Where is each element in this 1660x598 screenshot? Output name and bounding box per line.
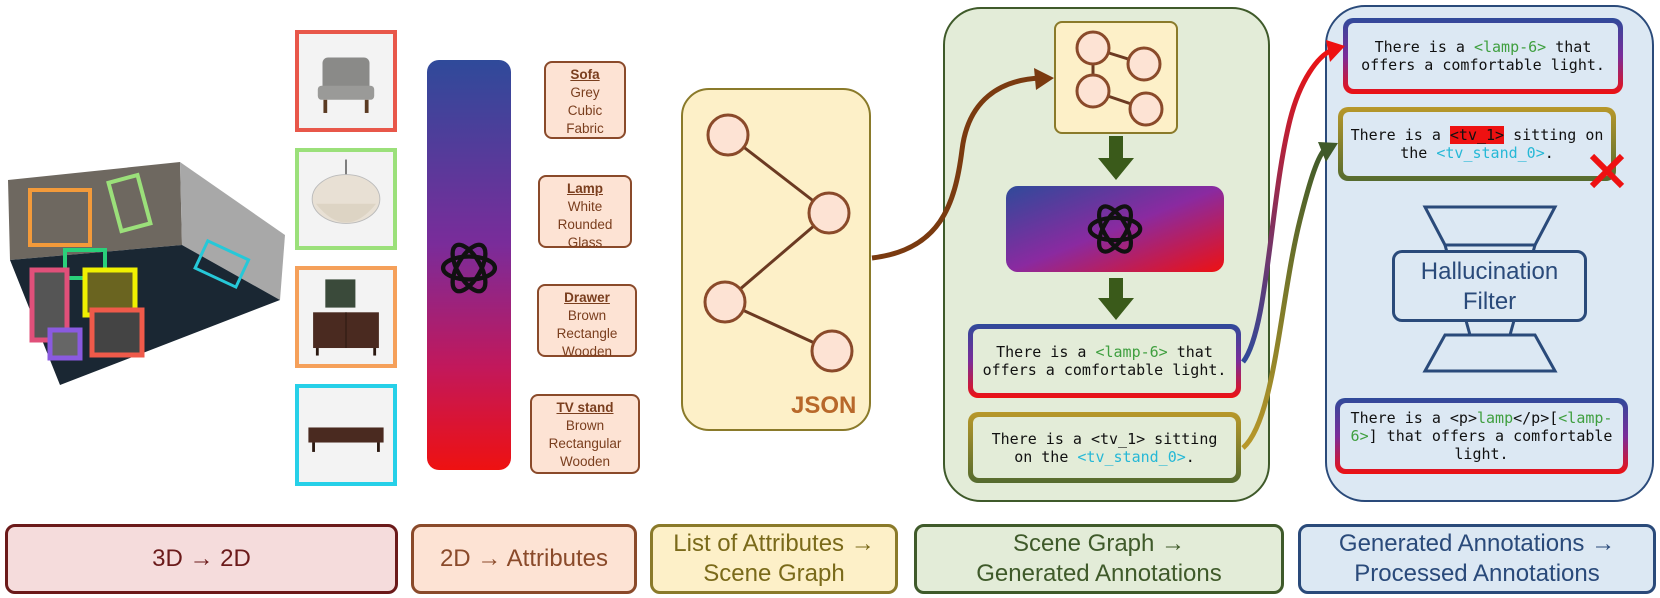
down-arrow-icon [1098, 278, 1134, 320]
stage-3d-to-2d: 3D → 2D [5, 524, 398, 594]
stage-label: 3D → 2D [152, 545, 251, 572]
annotation-text: There is a [1350, 126, 1450, 144]
openai-logo-icon [1087, 204, 1143, 254]
generated-annotation-1: There is a <lamp-6> that offers a comfor… [968, 324, 1241, 398]
annotation-text: There is a [1374, 38, 1474, 56]
graph-icon [1075, 30, 1164, 127]
down-arrow-icon [1098, 136, 1134, 180]
annotation-text: . [1185, 447, 1195, 466]
bbox-tv-stand [193, 238, 251, 290]
openai-logo-icon [440, 242, 498, 294]
object-word: lamp [1476, 409, 1514, 427]
attr-title: Drawer [564, 290, 610, 305]
attr-value: Rounded [557, 217, 613, 232]
attr-card-tv-stand: TV stand Brown Rectangular Wooden [530, 394, 640, 474]
attr-value: Brown [565, 418, 605, 433]
object-tag: <lamp-6> [1473, 38, 1547, 56]
annotation-text: There is a <p> [1350, 409, 1477, 427]
annotation-text: </p>[ [1513, 409, 1559, 427]
attr-value: Rectangular [548, 436, 622, 451]
attr-value: Brown [567, 308, 607, 323]
annotation-text: There is a [996, 343, 1096, 361]
attr-value: Wooden [561, 344, 613, 359]
attr-value: Grey [570, 85, 600, 100]
reject-x-icon [1589, 153, 1625, 189]
bbox-chair [89, 307, 145, 358]
scene-graph-mini [1054, 21, 1178, 134]
object-tag: <lamp-6> [1350, 409, 1613, 445]
annotation-text: sitting on the [1014, 429, 1218, 466]
scene-graph-box: JSON [681, 88, 871, 431]
room-3d-scene [8, 162, 285, 385]
object-tag: <tv_1> [1090, 429, 1146, 448]
attr-value: White [567, 199, 603, 214]
annotation-text: sitting on the [1400, 126, 1604, 162]
stage-graph-to-annotations: Scene Graph → Generated Annotations [914, 524, 1284, 594]
processed-annotation-1: There is a <lamp-6> that offers a comfor… [1343, 18, 1623, 94]
thumb-tv-stand [295, 384, 397, 486]
attr-card-drawer: Drawer Brown Rectangle Wooden [537, 284, 637, 359]
stage-label: List of Attributes → Scene Graph [673, 530, 875, 587]
thumb-sofa [295, 30, 397, 132]
attr-value: Fabric [566, 121, 604, 136]
attr-title: Sofa [570, 67, 600, 82]
rejected-annotation: There is a <tv_1> sitting on the <tv_sta… [1338, 107, 1616, 181]
stage-label: Generated Annotations → Processed Annota… [1338, 530, 1616, 587]
json-label: JSON [791, 392, 857, 419]
object-tag: <tv_stand_0> [1436, 144, 1545, 162]
annotation-text: There is a [991, 429, 1091, 448]
stage-generated-to-processed: Generated Annotations → Processed Annota… [1298, 524, 1656, 594]
annotation-text: . [1544, 144, 1554, 162]
bbox-cabinet [28, 188, 92, 247]
stage-2d-to-attributes: 2D → Attributes [411, 524, 637, 594]
gpt-attribute-extractor [427, 60, 511, 470]
attr-card-lamp: Lamp White Rounded Glass [538, 175, 632, 250]
generated-annotation-2: There is a <tv_1> sitting on the <tv_sta… [968, 412, 1241, 483]
filter-label: Hallucination Filter [1420, 258, 1559, 315]
annotation-text: that offers a comfortable light. [1361, 38, 1605, 74]
object-tag: <lamp-6> [1095, 343, 1168, 361]
attr-value: Rectangle [556, 326, 618, 341]
bbox-lamp [106, 172, 153, 234]
attr-value: Glass [567, 235, 603, 250]
annotation-text: ] that offers a comfortable light. [1368, 427, 1613, 463]
stage-label: Scene Graph → Generated Annotations [976, 530, 1222, 587]
processed-annotation-final: There is a <p>lamp</p>[<lamp-6>] that of… [1335, 398, 1628, 474]
hallucinated-tag: <tv_1> [1449, 126, 1505, 144]
attr-value: Cubic [567, 103, 603, 118]
attr-title: Lamp [566, 181, 603, 196]
hallucination-filter: Hallucination Filter [1392, 250, 1587, 322]
stage-attributes-to-graph: List of Attributes → Scene Graph [650, 524, 898, 594]
attr-card-sofa: Sofa Grey Cubic Fabric [544, 61, 626, 139]
attr-title: TV stand [556, 400, 614, 415]
thumb-drawer [295, 266, 397, 368]
object-tag: <tv_stand_0> [1077, 447, 1186, 466]
attr-value: Wooden [559, 454, 611, 469]
annotation-text: that offers a comfortable light. [982, 343, 1227, 379]
stage-label: 2D → Attributes [439, 545, 609, 572]
graph-icon [703, 113, 854, 373]
bbox-stool [47, 327, 83, 361]
gpt-annotation-generator [1006, 186, 1224, 272]
thumb-lamp [295, 148, 397, 250]
